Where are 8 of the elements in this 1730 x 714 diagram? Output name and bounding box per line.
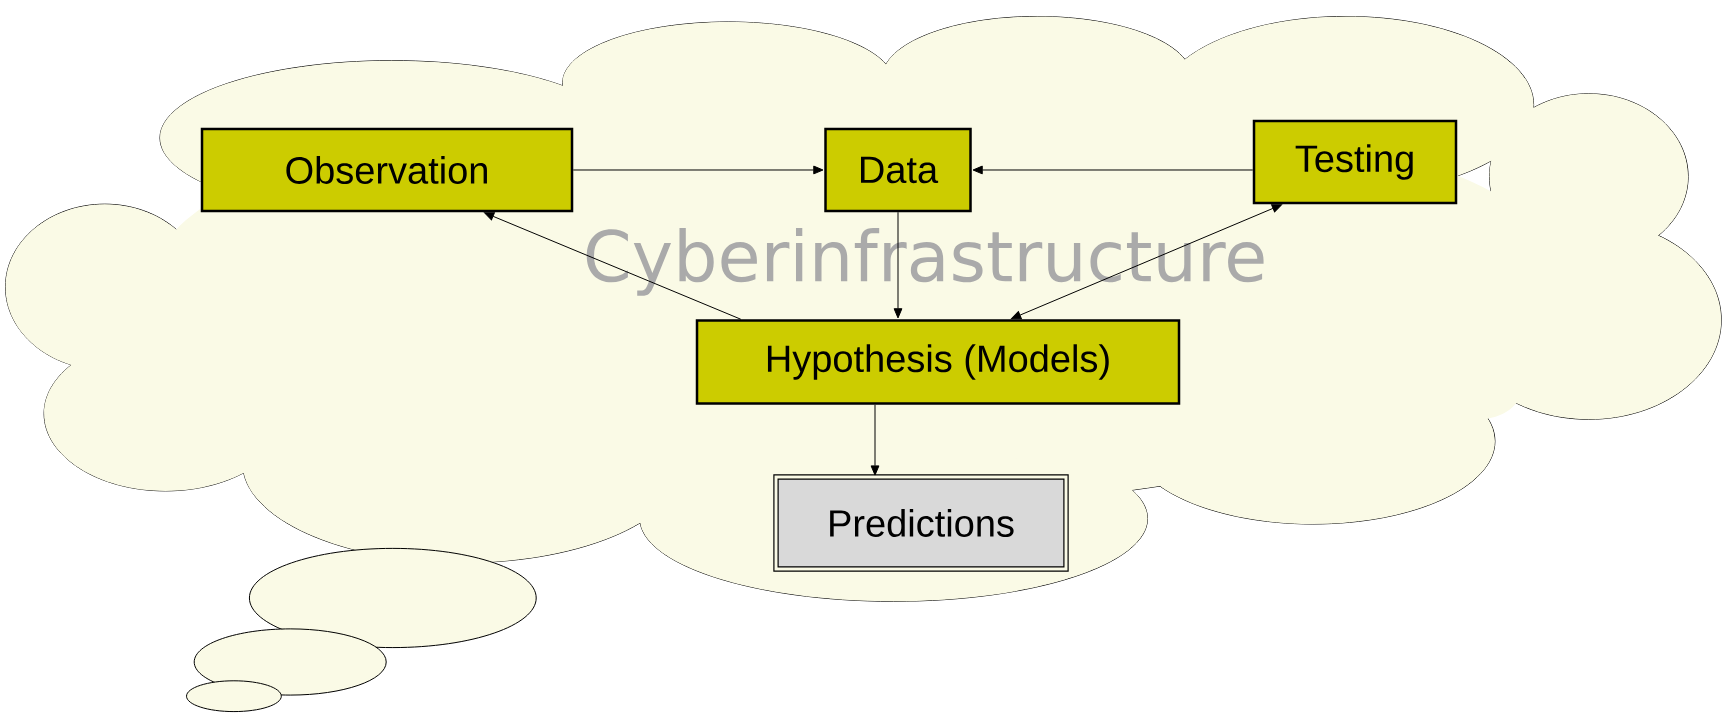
arrow (572, 165, 824, 175)
process-box: Data (824, 127, 972, 213)
arrow (870, 404, 880, 476)
arrow (972, 165, 1254, 175)
process-box: Observation (200, 127, 574, 213)
process-box: Testing (1252, 119, 1458, 205)
process-box: Hypothesis (Models) (695, 319, 1181, 405)
result-box: Predictions (773, 474, 1069, 572)
